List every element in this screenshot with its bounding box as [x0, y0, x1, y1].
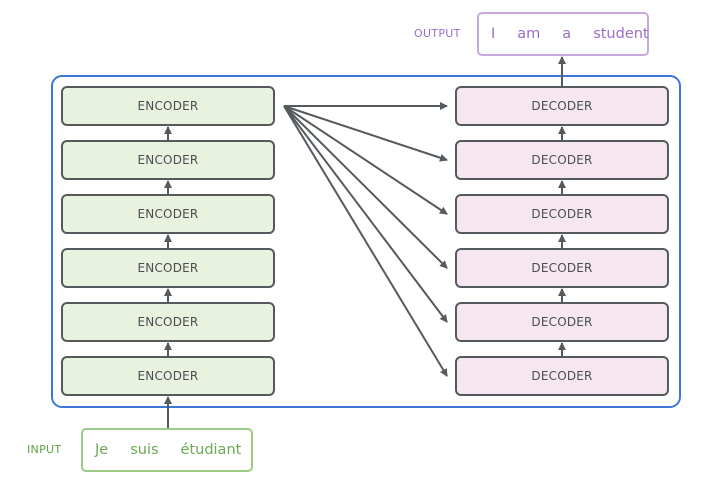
decoder-block: DECODER [455, 140, 669, 180]
encoder-to-decoder-arrow [283, 105, 448, 323]
input-label: INPUT [27, 443, 62, 456]
decoder-block: DECODER [455, 86, 669, 126]
output-word: I [491, 26, 496, 42]
input-sentence-box: Je suis étudiant [81, 428, 253, 472]
encoder-block: ENCODER [61, 248, 275, 288]
encoder-to-decoder-arrow [283, 105, 448, 269]
encoder-block: ENCODER [61, 302, 275, 342]
input-word: suis [130, 442, 159, 458]
decoder-block: DECODER [455, 302, 669, 342]
encoder-block: ENCODER [61, 86, 275, 126]
output-word: a [562, 26, 572, 42]
decoder-block: DECODER [455, 194, 669, 234]
decoder-block: DECODER [455, 248, 669, 288]
decoder-block: DECODER [455, 356, 669, 396]
encoder-block: ENCODER [61, 140, 275, 180]
output-word: student [593, 26, 649, 42]
encoder-to-decoder-arrow [283, 105, 448, 162]
arrows-group [164, 56, 566, 428]
encoder-block: ENCODER [61, 356, 275, 396]
encoder-decoder-container [51, 75, 681, 408]
encoder-to-decoder-arrow [283, 105, 448, 215]
input-word: étudiant [180, 442, 242, 458]
output-word: am [517, 26, 541, 42]
input-word: Je [95, 442, 109, 458]
output-sentence-box: I am a student [477, 12, 649, 56]
encoder-block: ENCODER [61, 194, 275, 234]
output-label: OUTPUT [414, 27, 461, 40]
encoder-to-decoder-arrow [283, 105, 448, 377]
